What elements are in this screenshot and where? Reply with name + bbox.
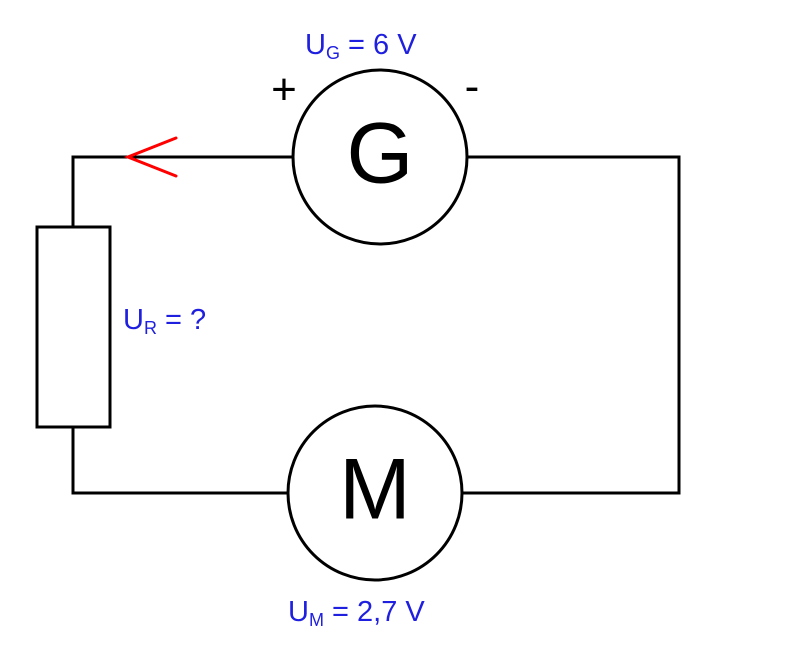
motor-letter: M [339, 442, 411, 538]
resistor-voltage-symbol: U [123, 304, 144, 336]
generator-circle [291, 68, 469, 246]
motor-symbol: M [286, 404, 464, 582]
generator-voltage-value: = 6 V [340, 29, 417, 61]
wire-top-right [463, 155, 681, 495]
generator-voltage-symbol: U [305, 29, 326, 61]
generator-voltage-subscript: G [326, 43, 340, 63]
generator-voltage-label: UG = 6 V [305, 29, 417, 63]
resistor-voltage-value: = ? [157, 304, 206, 336]
current-direction-arrow [123, 136, 178, 178]
motor-voltage-symbol: U [288, 596, 309, 628]
resistor-voltage-subscript: R [144, 318, 157, 338]
wires [71, 155, 681, 495]
wire-bottom-left [71, 427, 288, 495]
motor-voltage-value: = 2,7 V [324, 596, 425, 628]
plus-terminal-sign: + [271, 65, 297, 114]
motor-voltage-subscript: M [309, 610, 324, 630]
minus-terminal-sign: - [465, 62, 480, 111]
wire-top-left [71, 155, 293, 227]
generator-letter: G [347, 106, 414, 202]
motor-circle [286, 404, 464, 582]
resistor-symbol [35, 225, 112, 429]
resistor-voltage-label: UR = ? [123, 304, 206, 338]
motor-voltage-label: UM = 2,7 V [288, 596, 425, 630]
generator-symbol: G [291, 68, 469, 246]
